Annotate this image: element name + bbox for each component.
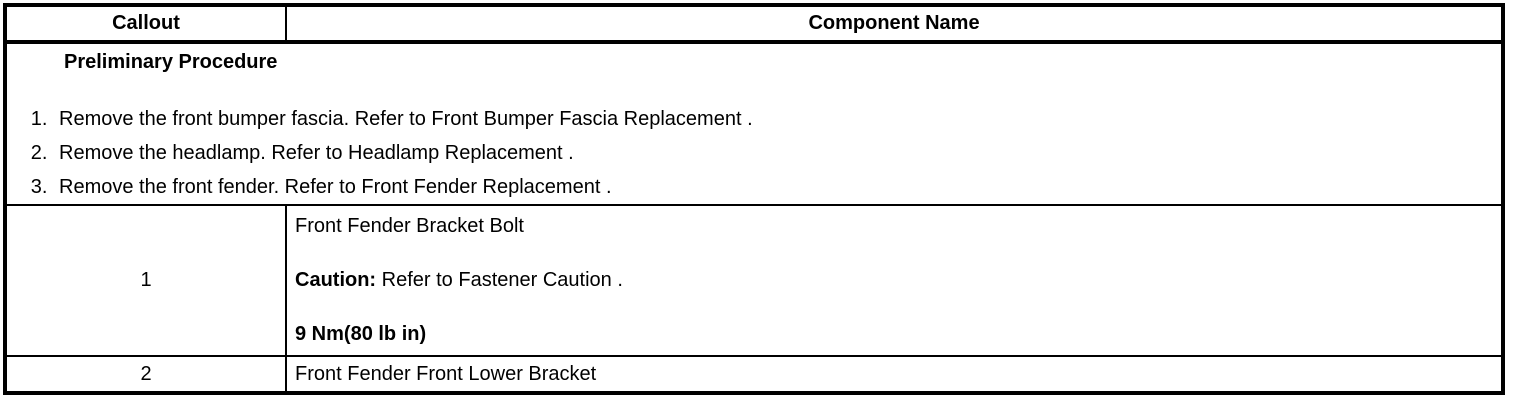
preliminary-steps-list: Remove the front bumper fascia. Refer to… [7,102,1491,204]
table-row: 1 Front Fender Bracket Bolt Caution: Ref… [5,205,1503,357]
preliminary-procedure-row: Preliminary Procedure Remove the front b… [5,42,1503,206]
component-name-column-header: Component Name [286,5,1503,44]
caution-note: Caution: Refer to Fastener Caution . [295,268,1491,292]
component-cell-1: Front Fender Bracket Bolt Caution: Refer… [286,205,1503,357]
torque-spec: 9 Nm(80 lb in) [295,323,427,345]
preliminary-step-1: Remove the front bumper fascia. Refer to… [53,102,1491,136]
component-name-text: Front Fender Bracket Bolt [295,215,524,237]
preliminary-procedure-title: Preliminary Procedure [64,51,278,73]
preliminary-procedure-cell: Preliminary Procedure Remove the front b… [5,42,1503,206]
caution-label: Caution: [295,269,377,291]
preliminary-step-3: Remove the front fender. Refer to Front … [53,170,1491,204]
caution-text: Refer to Fastener Caution . [376,269,623,291]
callout-number-2: 2 [5,356,287,393]
callout-number-1: 1 [5,205,287,357]
component-name-text: Front Fender Front Lower Bracket [295,362,597,385]
table-row: 2 Front Fender Front Lower Bracket [5,356,1503,393]
component-cell-2: Front Fender Front Lower Bracket [286,356,1503,393]
preliminary-step-2: Remove the headlamp. Refer to Headlamp R… [53,136,1491,170]
component-table: Callout Component Name Preliminary Proce… [3,3,1505,395]
table-header-row: Callout Component Name [5,5,1503,44]
callout-column-header: Callout [5,5,287,44]
